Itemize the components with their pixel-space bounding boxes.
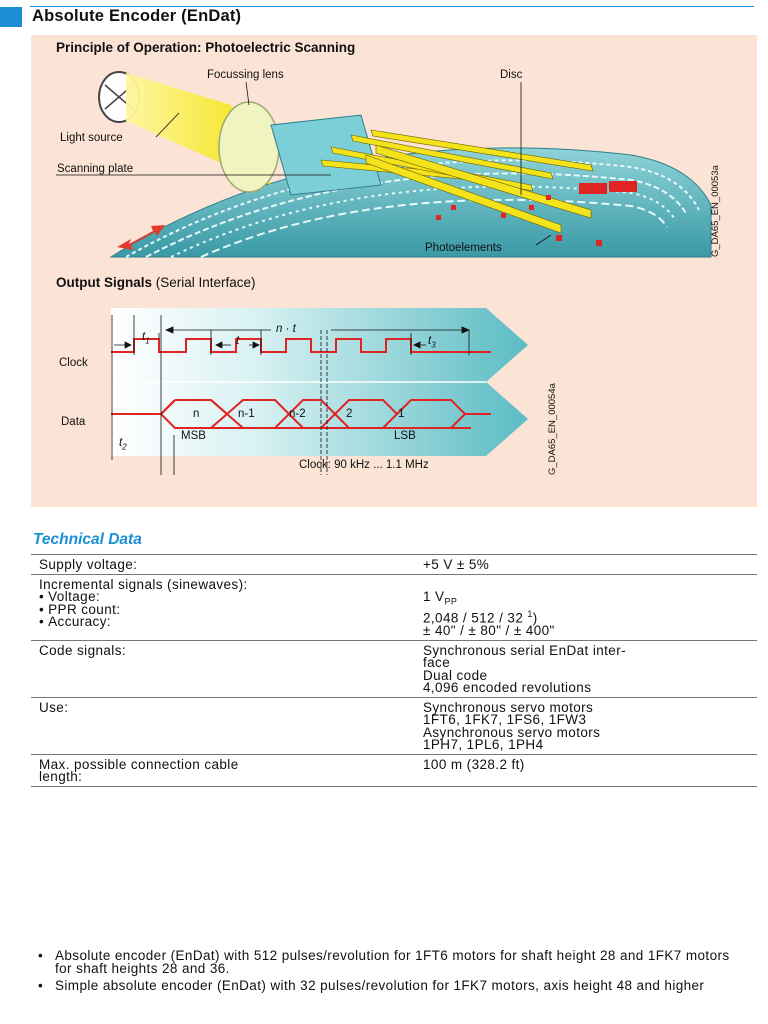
disc-label: Disc: [500, 69, 523, 81]
incremental-signals-values: 1 VPP 2,048 / 512 / 32 1) ± 40" / ± 80" …: [415, 574, 757, 640]
msb-label: MSB: [181, 430, 206, 442]
voltage-value: 1 VPP: [423, 589, 458, 607]
figure-code-1: G_DA65_EN_00053a: [710, 165, 721, 257]
scanning-plate-label: Scanning plate: [57, 163, 134, 175]
figure-panel: Principle of Operation: Photoelectric Sc…: [31, 35, 757, 507]
use-value: Synchronous servo motors 1FT6, 1FK7, 1FS…: [423, 699, 601, 753]
clock-band: [111, 308, 528, 382]
list-item: Absolute encoder (EnDat) with 512 pulses…: [36, 949, 736, 976]
bit-1: 1: [398, 408, 405, 420]
movement-arrow: [117, 225, 165, 250]
t1-label: t1: [142, 331, 150, 346]
clock-waveform: [111, 338, 491, 353]
section-marker: [0, 7, 22, 27]
bit-2: 2: [346, 408, 353, 420]
table-row: Code signals: Synchronous serial EnDat i…: [31, 640, 757, 697]
cable-length-value: 100 m (328.2 ft): [423, 756, 525, 772]
lsb-label: LSB: [394, 430, 416, 442]
t3-label: t3: [428, 335, 436, 350]
data-waveform: [111, 399, 491, 429]
data-band: [111, 382, 528, 456]
technical-data-heading: Technical Data: [33, 531, 142, 548]
figure-code-2: G_DA65_EN_00054a: [547, 383, 558, 475]
timing-diagram: [111, 308, 528, 475]
light-source-label: Light source: [60, 132, 123, 144]
leader-lines: [56, 81, 552, 246]
scanning-illustration: [56, 71, 712, 258]
bit-n-2: n-2: [289, 408, 306, 420]
code-signals-label: Code signals:: [39, 642, 126, 658]
accuracy-value: ± 40" / ± 80" / ± 400": [423, 623, 555, 639]
technical-data-table: Supply voltage: +5 V ± 5% Incremental si…: [31, 554, 757, 787]
timing-markers: [111, 315, 470, 475]
photoelements-label: Photoelements: [425, 242, 502, 254]
supply-voltage-label: Supply voltage:: [39, 557, 138, 572]
bit-n: n: [193, 408, 200, 420]
list-item: Simple absolute encoder (EnDat) with 32 …: [36, 978, 736, 993]
grating-bars: [320, 129, 594, 234]
notes-list: Absolute encoder (EnDat) with 512 pulses…: [36, 949, 736, 996]
header-rule: [30, 6, 754, 7]
focussing-lens-label: Focussing lens: [207, 69, 284, 81]
focussing-lens-shape: [218, 101, 280, 193]
page-title: Absolute Encoder (EnDat): [32, 7, 242, 25]
use-label: Use:: [39, 699, 69, 715]
clock-range-label: Clock: 90 kHz ... 1.1 MHz: [299, 459, 429, 471]
t-label: t: [236, 335, 240, 347]
table-row: Supply voltage: +5 V ± 5%: [31, 554, 757, 575]
code-signals-value: Synchronous serial EnDat inter- face Dua…: [423, 642, 626, 696]
photoelement-marks: [436, 181, 637, 246]
data-label: Data: [61, 416, 86, 428]
output-signals-title: Output Signals (Serial Interface): [56, 275, 256, 290]
incremental-signals-cell: Incremental signals (sinewaves): Voltage…: [31, 574, 415, 640]
table-row: Incremental signals (sinewaves): Voltage…: [31, 574, 757, 640]
clock-label: Clock: [59, 357, 88, 369]
bit-n-1: n-1: [238, 408, 255, 420]
principle-title: Principle of Operation: Photoelectric Sc…: [56, 40, 356, 55]
t2-label: t2: [119, 437, 127, 452]
supply-voltage-value: +5 V ± 5%: [423, 557, 490, 572]
cable-length-label: Max. possible connection cable length:: [39, 756, 239, 785]
ppr-value: 2,048 / 512 / 32 1): [423, 609, 538, 626]
nt-label: n · t: [276, 323, 296, 335]
table-row: Use: Synchronous servo motors 1FT6, 1FK7…: [31, 697, 757, 754]
table-row: Max. possible connection cable length: 1…: [31, 754, 757, 787]
timing-arrows: [114, 326, 471, 349]
